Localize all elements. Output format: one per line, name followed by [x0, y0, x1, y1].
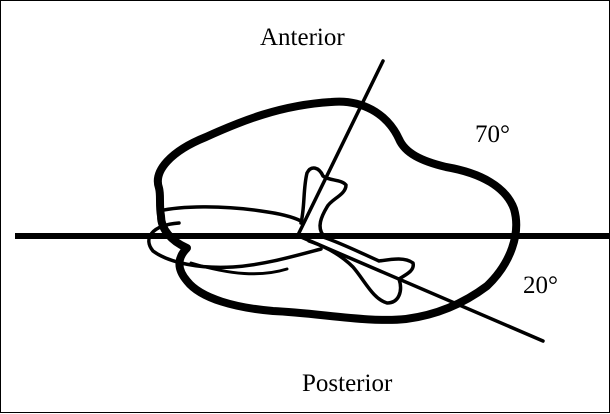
- organ-outline: [158, 102, 516, 320]
- lower-fold-line: [191, 263, 287, 274]
- anterior-label: Anterior: [260, 25, 345, 50]
- posterior-label: Posterior: [302, 371, 392, 396]
- anterior-process: [301, 168, 346, 235]
- angle-20-label: 20°: [523, 273, 558, 298]
- angle-70-label: 70°: [475, 122, 510, 147]
- anterior-angle-line: [297, 61, 383, 237]
- upper-fold-line: [159, 207, 301, 221]
